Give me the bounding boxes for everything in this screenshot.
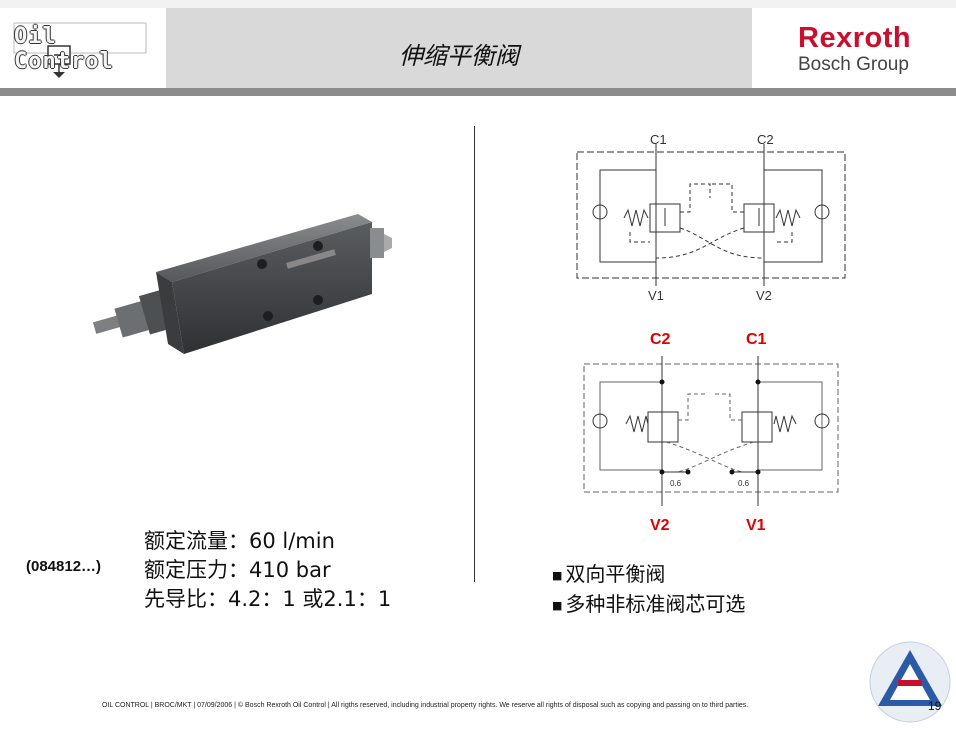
- rexroth-logo: Rexroth Bosch Group: [752, 8, 956, 88]
- bullet-icon: ■: [552, 569, 563, 582]
- hydraulic-schematic-top: C1 C2 V1 V2: [576, 132, 846, 303]
- feature-text: 双向平衡阀: [565, 562, 666, 586]
- feature-text: 多种非标准阀芯可选: [565, 592, 746, 616]
- bottom-label-c1: C1: [746, 331, 767, 348]
- top-label-c1: C1: [650, 132, 667, 147]
- feature-list: ■双向平衡阀 ■多种非标准阀芯可选: [552, 560, 745, 620]
- spec-flow: 额定流量：60 l/min: [144, 529, 335, 553]
- header-rule: [0, 88, 956, 96]
- page-title: 伸缩平衡阀: [399, 42, 519, 70]
- page-number: 19: [928, 699, 942, 713]
- logo-text: Oil Control: [14, 24, 114, 74]
- spec-pressure: 额定压力：410 bar: [144, 558, 331, 582]
- rexroth-values-badge: [869, 641, 951, 723]
- bottom-label-c2: C2: [650, 331, 671, 348]
- top-label-c2: C2: [757, 132, 774, 147]
- brand-group: Bosch Group: [798, 54, 909, 75]
- orifice-left-label: 0.6: [670, 479, 682, 488]
- valve-product-image: [92, 214, 392, 354]
- oil-control-logo: Oil Control: [0, 8, 166, 88]
- header-top-strip: [0, 0, 956, 8]
- part-number: (084812…): [26, 558, 102, 575]
- bottom-label-v2: V2: [650, 517, 670, 534]
- hydraulic-schematic-bottom: 0.6 0.6 C2 C1 V2 V1: [583, 331, 839, 534]
- footer-text: OIL CONTROL | BROC/MKT | 07/09/2006 | © …: [102, 702, 749, 709]
- title-bar: 伸缩平衡阀: [166, 8, 752, 88]
- top-label-v2: V2: [756, 288, 772, 303]
- top-label-v1: V1: [648, 288, 664, 303]
- oil-control-logo-graphic: [13, 22, 147, 78]
- feature-item: ■双向平衡阀: [552, 560, 745, 590]
- spec-list: 额定流量：60 l/min 额定压力：410 bar 先导比：4.2：1 或2.…: [144, 527, 391, 614]
- spec-pilot-ratio: 先导比：4.2：1 或2.1：1: [144, 587, 392, 611]
- bottom-label-v1: V1: [746, 517, 766, 534]
- feature-item: ■多种非标准阀芯可选: [552, 590, 745, 620]
- orifice-right-label: 0.6: [738, 479, 750, 488]
- bullet-icon: ■: [552, 599, 563, 612]
- vertical-divider: [474, 126, 475, 582]
- brand-name: Rexroth: [798, 22, 912, 54]
